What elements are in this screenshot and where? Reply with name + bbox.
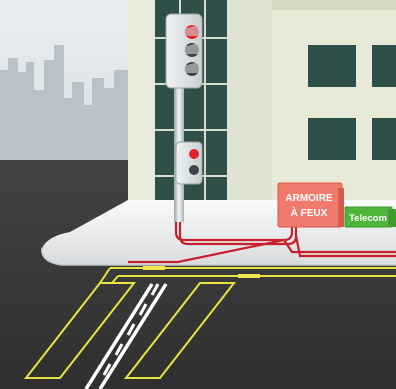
pedestrian-signal-icon <box>176 142 202 184</box>
detector-marker-1 <box>143 266 165 270</box>
telecom-box: Telecom <box>345 207 396 227</box>
cabinet-label-line1: ARMOIRE <box>285 193 333 204</box>
telecom-label: Telecom <box>349 213 387 224</box>
cabinet-label-line2: À FEUX <box>291 206 328 219</box>
detector-marker-2 <box>238 274 260 278</box>
signal-controller-cabinet: ARMOIRE À FEUX <box>278 183 344 227</box>
